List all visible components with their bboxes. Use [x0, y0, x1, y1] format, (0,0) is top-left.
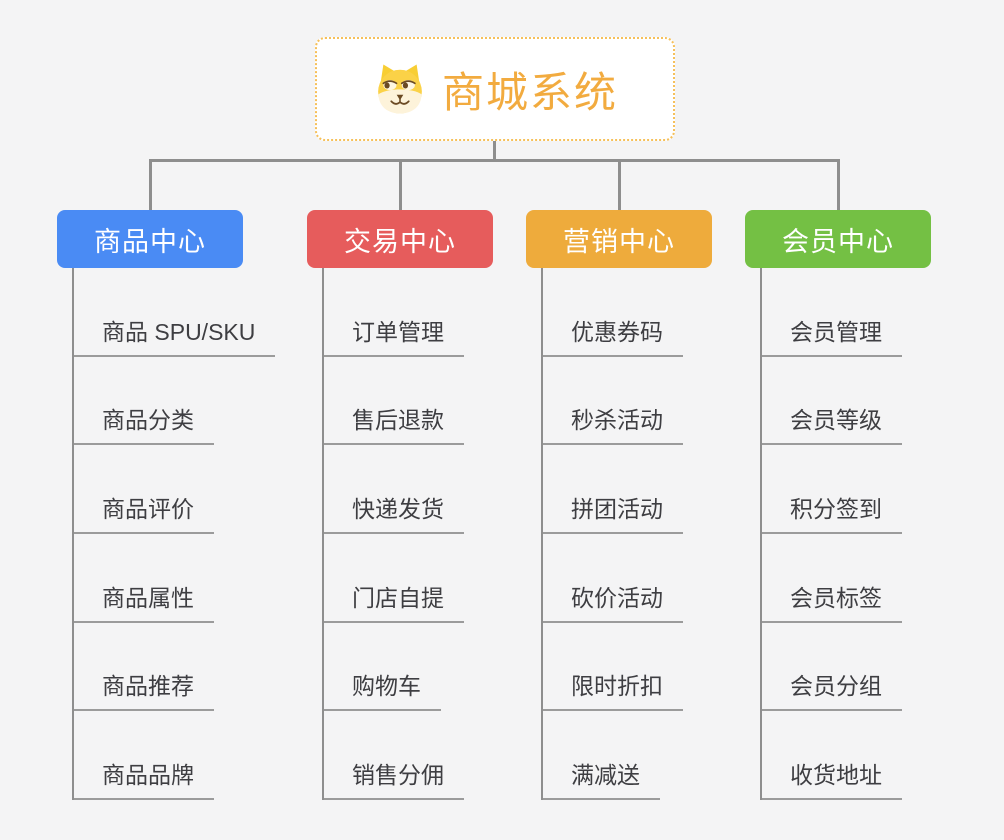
leaf-item[interactable]: 拼团活动 — [543, 490, 683, 535]
branch-node-member-center[interactable]: 会员中心 — [745, 210, 931, 268]
leaf-item[interactable]: 销售分佣 — [324, 756, 464, 801]
connector-root-stub — [493, 141, 496, 160]
leaf-row: 会员标签 — [762, 534, 902, 623]
branch-column-marketing: 优惠券码 秒杀活动 拼团活动 砍价活动 限时折扣 满减送 — [541, 268, 683, 801]
leaf-row: 商品评价 — [74, 445, 275, 535]
leaf-item[interactable]: 门店自提 — [324, 579, 464, 623]
leaf-row: 砍价活动 — [543, 534, 683, 623]
leaf-row: 商品品牌 — [74, 711, 275, 801]
leaf-row: 购物车 — [324, 623, 464, 712]
connector-drop — [837, 159, 840, 211]
leaf-item[interactable]: 商品品牌 — [74, 756, 214, 801]
leaf-row: 满减送 — [543, 711, 683, 801]
branch-label: 会员中心 — [782, 226, 894, 257]
leaf-item[interactable]: 会员管理 — [762, 313, 902, 357]
leaf-row: 售后退款 — [324, 357, 464, 446]
leaf-row: 会员管理 — [762, 268, 902, 357]
leaf-item[interactable]: 售后退款 — [324, 401, 464, 446]
leaf-row: 积分签到 — [762, 445, 902, 535]
leaf-item[interactable]: 订单管理 — [324, 313, 464, 357]
leaf-row: 会员分组 — [762, 623, 902, 712]
leaf-item[interactable]: 积分签到 — [762, 490, 902, 535]
leaf-row: 拼团活动 — [543, 445, 683, 535]
leaf-item[interactable]: 快递发货 — [324, 490, 464, 535]
branch-column-member: 会员管理 会员等级 积分签到 会员标签 会员分组 收货地址 — [760, 268, 902, 801]
connector-drop — [149, 159, 152, 211]
branch-label: 营销中心 — [563, 226, 675, 257]
leaf-row: 门店自提 — [324, 534, 464, 623]
branch-label: 商品中心 — [94, 226, 206, 257]
leaf-item[interactable]: 限时折扣 — [543, 667, 683, 712]
leaf-row: 销售分佣 — [324, 711, 464, 801]
leaf-item[interactable]: 会员分组 — [762, 667, 902, 712]
leaf-item[interactable]: 满减送 — [543, 756, 660, 801]
branch-label: 交易中心 — [344, 226, 456, 257]
leaf-row: 限时折扣 — [543, 623, 683, 712]
leaf-item[interactable]: 砍价活动 — [543, 579, 683, 623]
leaf-row: 优惠券码 — [543, 268, 683, 357]
leaf-row: 快递发货 — [324, 445, 464, 535]
leaf-item[interactable]: 会员标签 — [762, 579, 902, 623]
leaf-row: 秒杀活动 — [543, 357, 683, 446]
leaf-row: 商品属性 — [74, 534, 275, 623]
branch-node-product-center[interactable]: 商品中心 — [57, 210, 243, 268]
branch-column-product: 商品 SPU/SKU 商品分类 商品评价 商品属性 商品推荐 商品品牌 — [72, 268, 276, 801]
leaf-item[interactable]: 商品评价 — [74, 490, 214, 535]
leaf-item[interactable]: 收货地址 — [762, 756, 902, 801]
leaf-item[interactable]: 购物车 — [324, 667, 441, 712]
connector-bus — [149, 159, 840, 162]
leaf-item[interactable]: 商品分类 — [74, 401, 214, 446]
leaf-row: 商品分类 — [74, 357, 275, 446]
leaf-item[interactable]: 商品 SPU/SKU — [74, 313, 276, 357]
branch-node-marketing-center[interactable]: 营销中心 — [526, 210, 712, 268]
leaf-item[interactable]: 商品推荐 — [74, 667, 214, 712]
leaf-row: 收货地址 — [762, 711, 902, 801]
connector-drop — [399, 159, 402, 211]
root-title: 商城系统 — [441, 68, 618, 116]
leaf-row: 会员等级 — [762, 357, 902, 446]
root-node[interactable]: 商城系统 — [315, 37, 675, 141]
branch-column-trade: 订单管理 售后退款 快递发货 门店自提 购物车 销售分佣 — [322, 268, 464, 801]
leaf-item[interactable]: 会员等级 — [762, 401, 902, 446]
leaf-item[interactable]: 商品属性 — [74, 579, 214, 623]
branch-node-trade-center[interactable]: 交易中心 — [307, 210, 493, 268]
leaf-row: 订单管理 — [324, 268, 464, 357]
connector-drop — [618, 159, 621, 211]
leaf-row: 商品推荐 — [74, 623, 275, 712]
leaf-item[interactable]: 优惠券码 — [543, 313, 683, 357]
dog-face-icon — [378, 64, 422, 114]
leaf-item[interactable]: 秒杀活动 — [543, 401, 683, 446]
leaf-row: 商品 SPU/SKU — [74, 268, 276, 357]
